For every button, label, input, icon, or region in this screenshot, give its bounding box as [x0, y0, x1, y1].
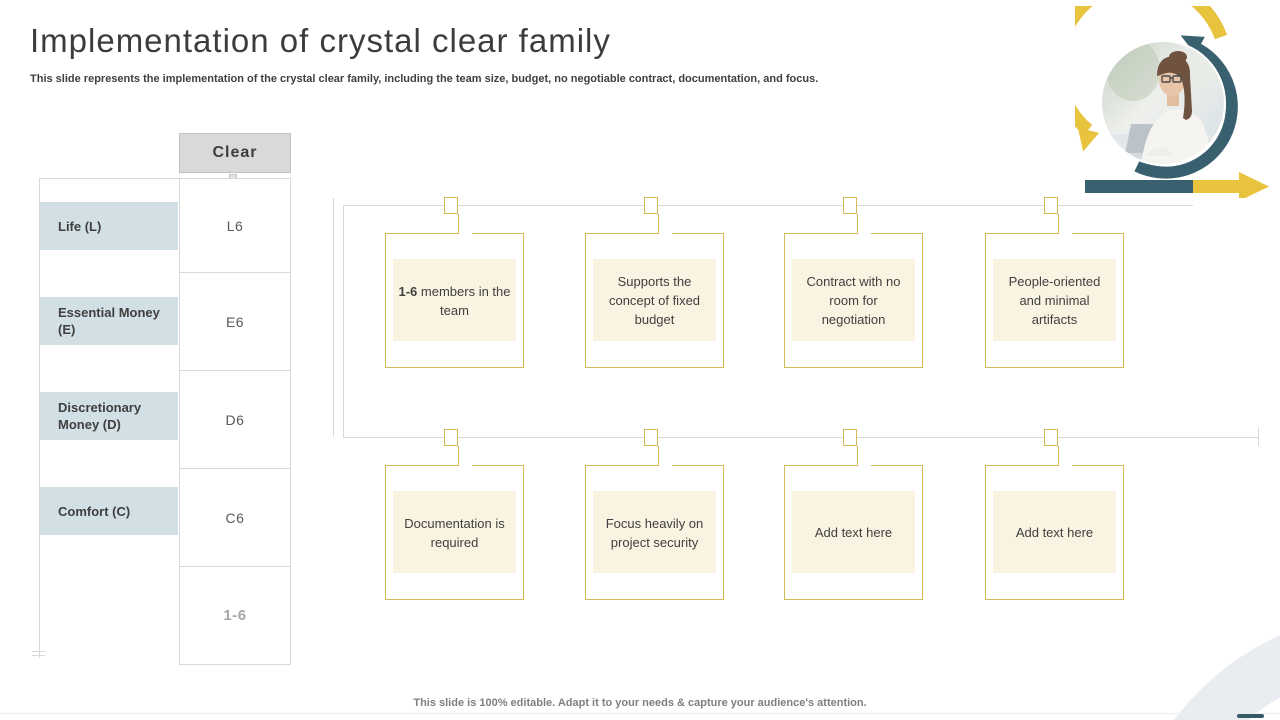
page-title: Implementation of crystal clear family	[30, 22, 611, 59]
connector-line-left-outer	[333, 198, 334, 437]
card-people-oriented[interactable]: People-oriented and minimal artifacts	[985, 197, 1124, 368]
card-contract[interactable]: Contract with no room for negotiation	[784, 197, 923, 368]
table-row-label-comfort: Comfort (C)	[40, 487, 178, 535]
card-project-security[interactable]: Focus heavily on project security	[585, 429, 724, 600]
card-drop-line	[657, 214, 659, 233]
bottom-arrow	[1085, 172, 1269, 198]
card-label: Add text here	[814, 525, 893, 540]
card-fill	[993, 491, 1116, 573]
card-documentation[interactable]: Documentation is required	[385, 429, 524, 600]
card-team-size[interactable]: 1-6 members in the team	[385, 197, 524, 368]
table-cell-life: L6	[180, 179, 290, 273]
card-fill	[393, 259, 516, 341]
card-border-gap	[458, 465, 472, 466]
card-label: Contract with no room for negotiation	[806, 274, 901, 327]
card-fill	[792, 491, 915, 573]
card-box: Add text here	[985, 465, 1124, 600]
card-drop-line	[856, 446, 858, 465]
card-drop-line	[657, 446, 659, 465]
table-header-clear: Clear	[179, 133, 291, 173]
card-drop-line	[1057, 214, 1059, 233]
table-row-label-discretionary: Discretionary Money (D)	[40, 392, 178, 440]
card-box: Add text here	[784, 465, 923, 600]
connector-line-row1	[343, 205, 1193, 206]
card-box: Supports the concept of fixed budget	[585, 233, 724, 368]
card-drop-line	[1057, 446, 1059, 465]
circular-arrow-teal	[1134, 35, 1238, 179]
card-fill	[593, 491, 716, 573]
table-cell-essential: E6	[180, 273, 290, 371]
table-frame-end-mark	[32, 651, 45, 652]
card-placeholder-1[interactable]: Add text here	[784, 429, 923, 600]
card-box: People-oriented and minimal artifacts	[985, 233, 1124, 368]
circular-arrows-graphic	[1075, 6, 1269, 198]
card-tab	[643, 197, 658, 214]
card-label: People-oriented and minimal artifacts	[1008, 274, 1101, 327]
table-frame-left	[39, 178, 40, 658]
card-box: 1-6 members in the team	[385, 233, 524, 368]
card-tab	[443, 197, 458, 214]
card-label: Documentation is required	[404, 515, 505, 550]
card-fixed-budget[interactable]: Supports the concept of fixed budget	[585, 197, 724, 368]
connector-line-row2	[343, 437, 1258, 438]
slide-subtitle: This slide represents the implementation…	[30, 73, 819, 85]
card-border-gap	[658, 465, 672, 466]
card-drop-line	[457, 214, 459, 233]
connector-line-right-tick	[1258, 427, 1259, 446]
card-fill	[393, 491, 516, 573]
connector-line-left	[343, 205, 344, 437]
card-tab	[842, 197, 857, 214]
card-label: Add text here	[1015, 525, 1094, 540]
card-fill	[792, 259, 915, 341]
card-fill	[593, 259, 716, 341]
card-border-gap	[458, 233, 472, 234]
card-tab	[842, 429, 857, 446]
card-box: Contract with no room for negotiation	[784, 233, 923, 368]
table-row-label-life: Life (L)	[40, 202, 178, 250]
card-border-gap	[857, 465, 871, 466]
bottom-right-teal-bar	[1237, 714, 1264, 718]
bottom-edge-line	[0, 713, 1280, 714]
card-box: Documentation is required	[385, 465, 524, 600]
footer-note: This slide is 100% editable. Adapt it to…	[413, 697, 867, 709]
card-border-gap	[1058, 465, 1072, 466]
card-border-gap	[857, 233, 871, 234]
card-tab	[1043, 197, 1058, 214]
card-box: Focus heavily on project security	[585, 465, 724, 600]
card-drop-line	[856, 214, 858, 233]
circular-arrow-yellow	[1075, 6, 1228, 152]
table-cell-discretionary: D6	[180, 371, 290, 469]
card-placeholder-2[interactable]: Add text here	[985, 429, 1124, 600]
table-frame-top	[39, 178, 179, 179]
card-border-gap	[1058, 233, 1072, 234]
card-label: 1-6 members in the team	[398, 283, 511, 318]
card-fill	[993, 259, 1116, 341]
card-tab	[443, 429, 458, 446]
card-label: Supports the concept of fixed budget	[608, 274, 701, 327]
card-drop-line	[457, 446, 459, 465]
card-label: Focus heavily on project security	[605, 515, 704, 550]
table-row-label-essential: Essential Money (E)	[40, 297, 178, 345]
table-cell-range: 1-6	[223, 607, 247, 624]
table-frame-end-mark	[32, 655, 45, 656]
card-tab	[1043, 429, 1058, 446]
card-border-gap	[658, 233, 672, 234]
table-cell-comfort: C6	[180, 469, 290, 567]
table-column-clear: L6 E6 D6 C6 1-6	[179, 178, 291, 665]
card-tab	[643, 429, 658, 446]
